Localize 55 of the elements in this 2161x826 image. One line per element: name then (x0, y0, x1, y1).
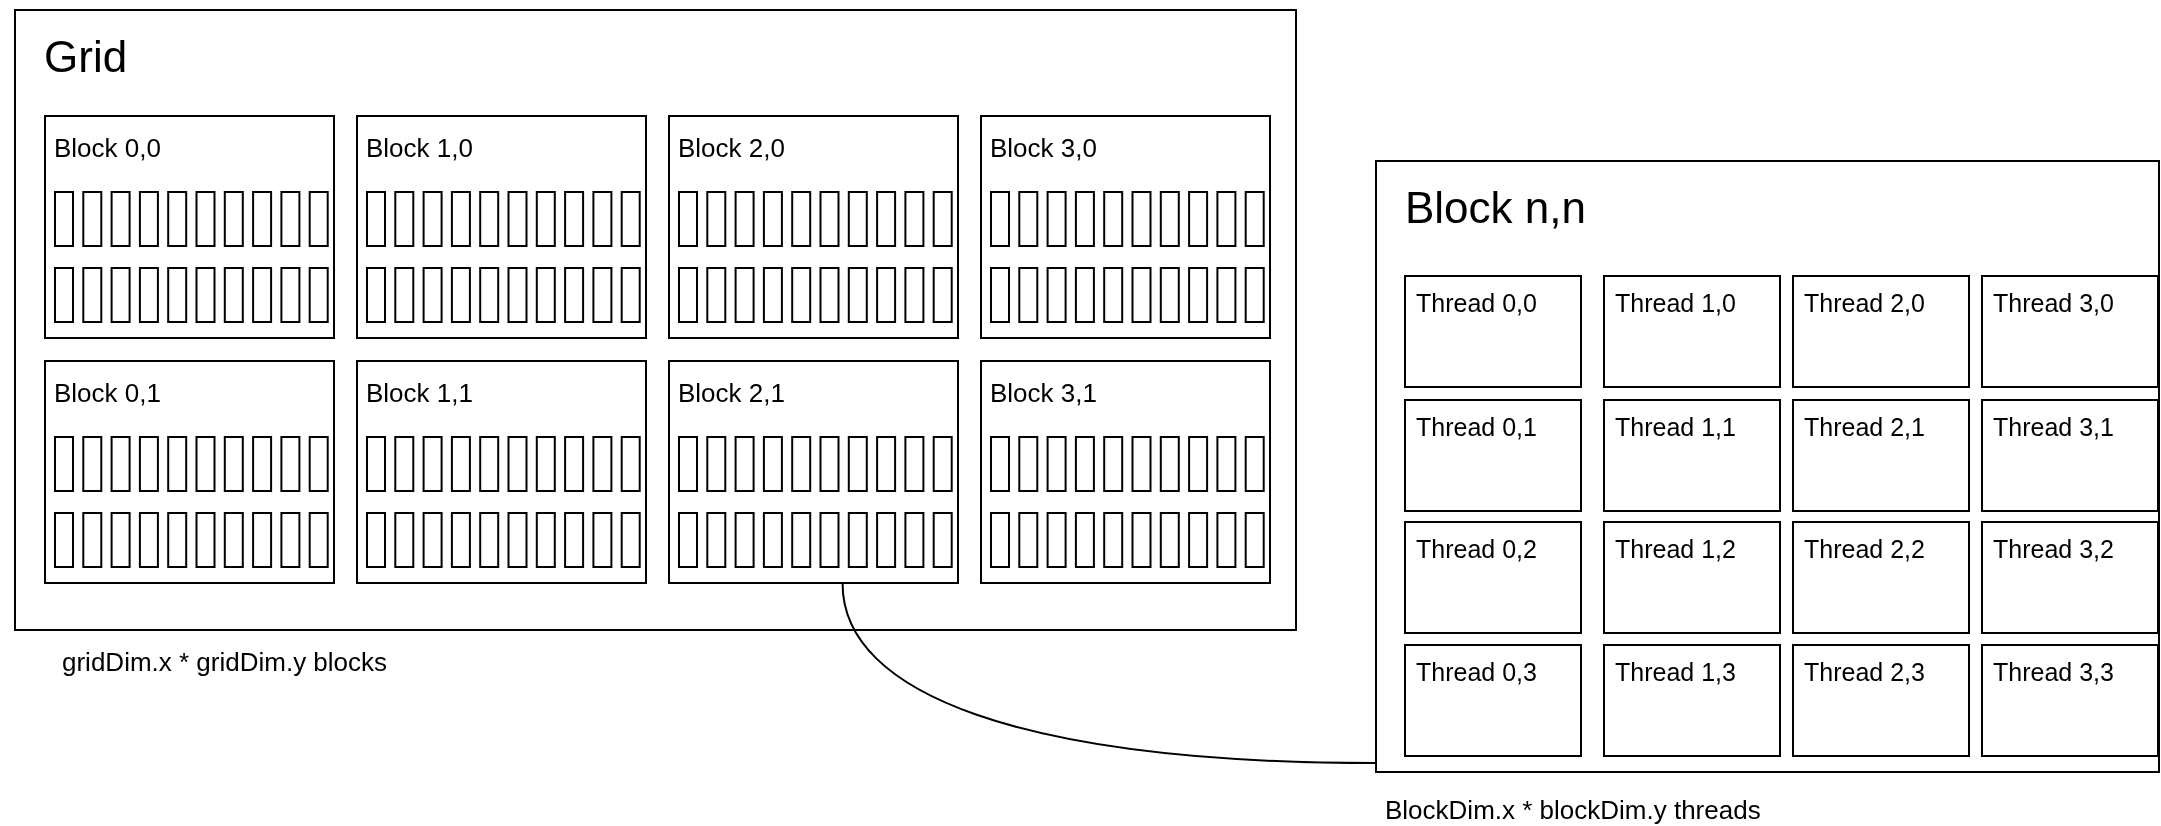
thread-label: Thread 2,3 (1804, 660, 1925, 685)
thread-box (1404, 275, 1582, 388)
block-box (980, 115, 1271, 339)
dimension-note: gridDim.x * gridDim.y blocks (62, 649, 388, 675)
block-box (668, 115, 959, 339)
block-label: Block 2,1 (678, 380, 785, 406)
dimension-note: BlockDim.x * blockDim.y threads (1385, 797, 1761, 823)
block-box (980, 360, 1271, 584)
thread-label: Thread 1,0 (1615, 291, 1736, 316)
thread-box (1981, 275, 2159, 388)
block-label: Block 0,1 (54, 380, 161, 406)
thread-box (1981, 644, 2159, 757)
block-label: Block 2,0 (678, 135, 785, 161)
thread-box (1603, 399, 1781, 512)
container-box (1375, 160, 2160, 773)
thread-label: Thread 2,2 (1804, 537, 1925, 562)
block-label: Block 1,1 (366, 380, 473, 406)
thread-label: Thread 0,0 (1416, 291, 1537, 316)
thread-label: Thread 3,0 (1993, 291, 2114, 316)
block-label: Block 1,0 (366, 135, 473, 161)
block-label: Block 3,1 (990, 380, 1097, 406)
container-title: Block n,n (1405, 186, 1586, 230)
block-box (356, 360, 647, 584)
thread-label: Thread 3,1 (1993, 415, 2114, 440)
thread-label: Thread 1,2 (1615, 537, 1736, 562)
thread-label: Thread 2,1 (1804, 415, 1925, 440)
thread-box (1404, 399, 1582, 512)
thread-box (1981, 399, 2159, 512)
thread-box (1603, 644, 1781, 757)
block-label: Block 3,0 (990, 135, 1097, 161)
block-box (356, 115, 647, 339)
block-box (44, 115, 335, 339)
thread-box (1792, 275, 1970, 388)
block-label: Block 0,0 (54, 135, 161, 161)
container-title: Grid (44, 35, 128, 79)
container-box (14, 9, 1297, 631)
block-box (44, 360, 335, 584)
thread-label: Thread 2,0 (1804, 291, 1925, 316)
thread-box (1792, 521, 1970, 634)
thread-box (1792, 399, 1970, 512)
thread-label: Thread 0,1 (1416, 415, 1537, 440)
connector-line (841, 583, 1376, 764)
thread-label: Thread 0,3 (1416, 660, 1537, 685)
thread-box (1603, 275, 1781, 388)
thread-box (1603, 521, 1781, 634)
thread-label: Thread 3,2 (1993, 537, 2114, 562)
thread-box (1792, 644, 1970, 757)
thread-label: Thread 0,2 (1416, 537, 1537, 562)
thread-box (1404, 521, 1582, 634)
thread-box (1404, 644, 1582, 757)
thread-label: Thread 1,1 (1615, 415, 1736, 440)
thread-box (1981, 521, 2159, 634)
thread-label: Thread 3,3 (1993, 660, 2114, 685)
block-box (668, 360, 959, 584)
thread-label: Thread 1,3 (1615, 660, 1736, 685)
